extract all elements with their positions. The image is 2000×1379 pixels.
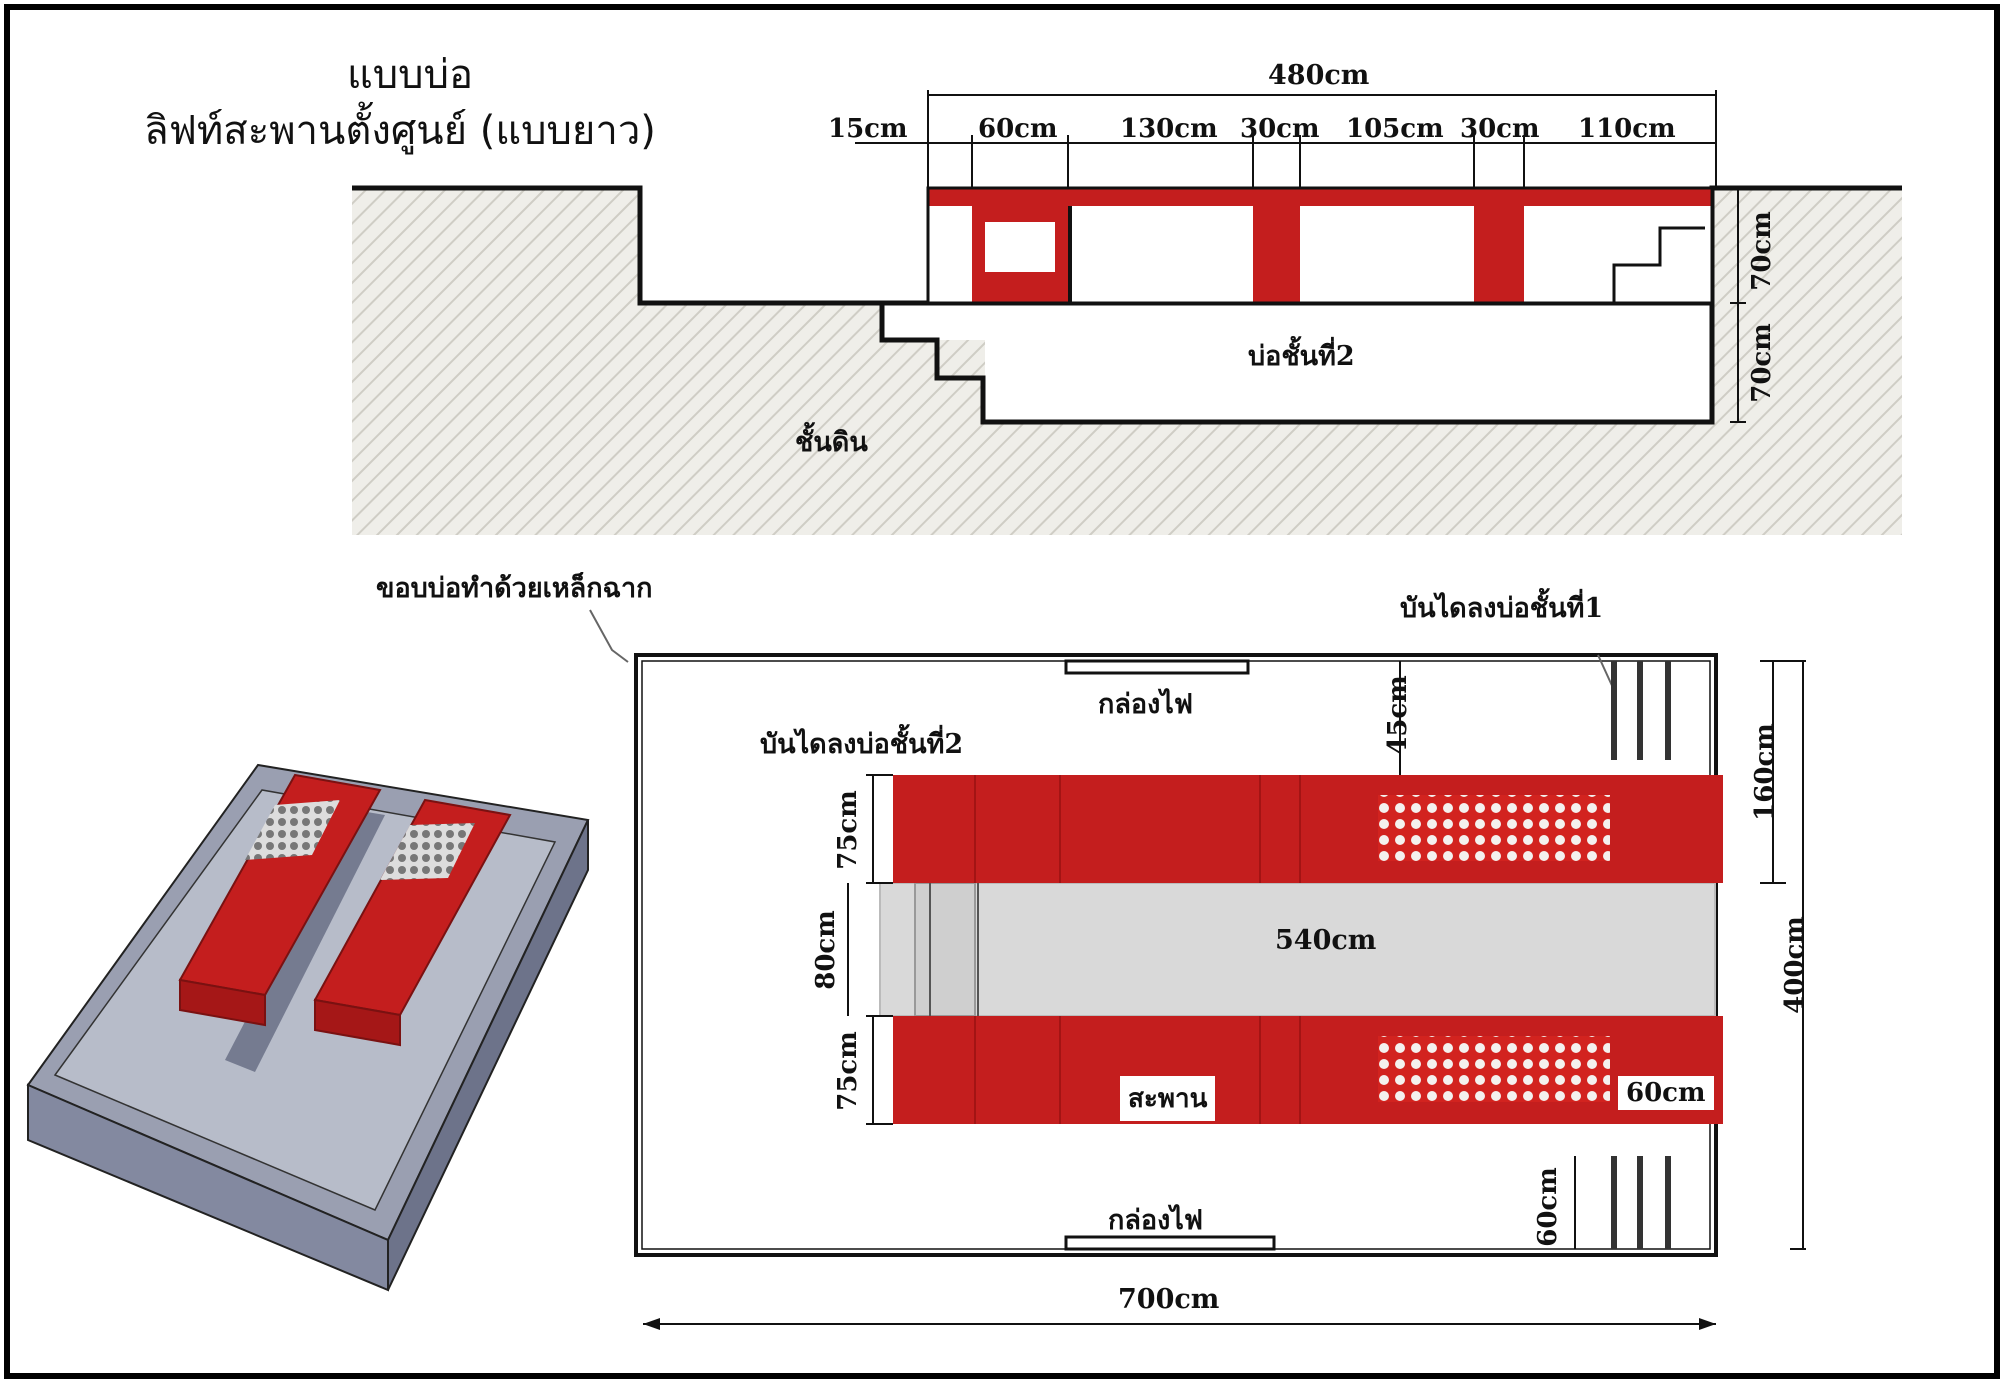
page-frame bbox=[4, 4, 2000, 1379]
turn-plate-top bbox=[1378, 795, 1610, 861]
dim-segment-110: 110cm bbox=[1578, 114, 1676, 144]
stairs-level-2-label: บันไดลงบ่อชั้นที่2 bbox=[760, 729, 964, 760]
electric-box-top-shape bbox=[1064, 659, 1250, 675]
support-block-2 bbox=[1253, 206, 1300, 303]
support-block-3 bbox=[1474, 206, 1524, 303]
stairs-level-1-bottom-shape bbox=[1611, 1156, 1671, 1249]
dim-segment-30b: 30cm bbox=[1460, 114, 1540, 144]
center-gap bbox=[880, 883, 1715, 1016]
dim-runway-bottom: 75cm bbox=[832, 1031, 863, 1111]
dim-total-width: 480cm bbox=[1268, 60, 1370, 91]
dim-segment-15: 15cm bbox=[828, 114, 908, 144]
dim-depth-upper: 70cm bbox=[1746, 211, 1777, 291]
soil-section bbox=[352, 188, 1902, 535]
dim-gap-length: 540cm bbox=[1275, 925, 1377, 956]
stairs-level-1-section bbox=[1612, 226, 1705, 303]
dim-right-upper: 160cm bbox=[1749, 723, 1780, 821]
section-dimension-lines bbox=[855, 90, 1746, 423]
dim-segment-30a: 30cm bbox=[1240, 114, 1320, 144]
soil-label: ชั้นดิน bbox=[795, 427, 868, 458]
dim-stairs-width: 60cm bbox=[1532, 1167, 1563, 1247]
dim-total-length: 700cm bbox=[1118, 1284, 1220, 1315]
dim-runway-top: 75cm bbox=[832, 790, 863, 870]
dim-right-total: 400cm bbox=[1779, 916, 1810, 1014]
turn-plate-size: 60cm bbox=[1618, 1076, 1714, 1110]
runway-seams bbox=[974, 775, 1301, 1124]
dim-offset-top: 45cm bbox=[1382, 675, 1413, 755]
dim-gap-width: 80cm bbox=[810, 910, 841, 990]
title-line-1: แบบบ่อ bbox=[347, 52, 473, 98]
title-line-2: ลิฟท์สะพานตั้งศูนย์ (แบบยาว) bbox=[144, 108, 656, 154]
electric-box-top-label: กล่องไฟ bbox=[1098, 689, 1193, 720]
bridge-label: สะพาน bbox=[1120, 1076, 1216, 1121]
stairs-level-1-top-shape bbox=[1611, 661, 1671, 760]
support-window bbox=[985, 222, 1055, 272]
electric-box-bottom-label: กล่องไฟ bbox=[1108, 1205, 1203, 1236]
turn-plate-bottom bbox=[1378, 1036, 1610, 1102]
dim-segment-130: 130cm bbox=[1120, 114, 1218, 144]
pit-level-2-label: บ่อชั้นที่2 bbox=[1248, 341, 1355, 372]
stairs-level-1-label: บันไดลงบ่อชั้นที่1 bbox=[1400, 593, 1604, 624]
plan-dimension-lines bbox=[643, 660, 1806, 1325]
runway-beam-section bbox=[928, 188, 1712, 206]
dim-segment-60: 60cm bbox=[978, 114, 1058, 144]
iso-pit-illustration bbox=[26, 763, 590, 1292]
electric-box-bottom-shape bbox=[1064, 1235, 1276, 1251]
dim-depth-lower: 70cm bbox=[1746, 323, 1777, 403]
dim-segment-105: 105cm bbox=[1346, 114, 1444, 144]
steel-edge-label: ขอบบ่อทำด้วยเหล็กฉาก bbox=[376, 573, 653, 604]
